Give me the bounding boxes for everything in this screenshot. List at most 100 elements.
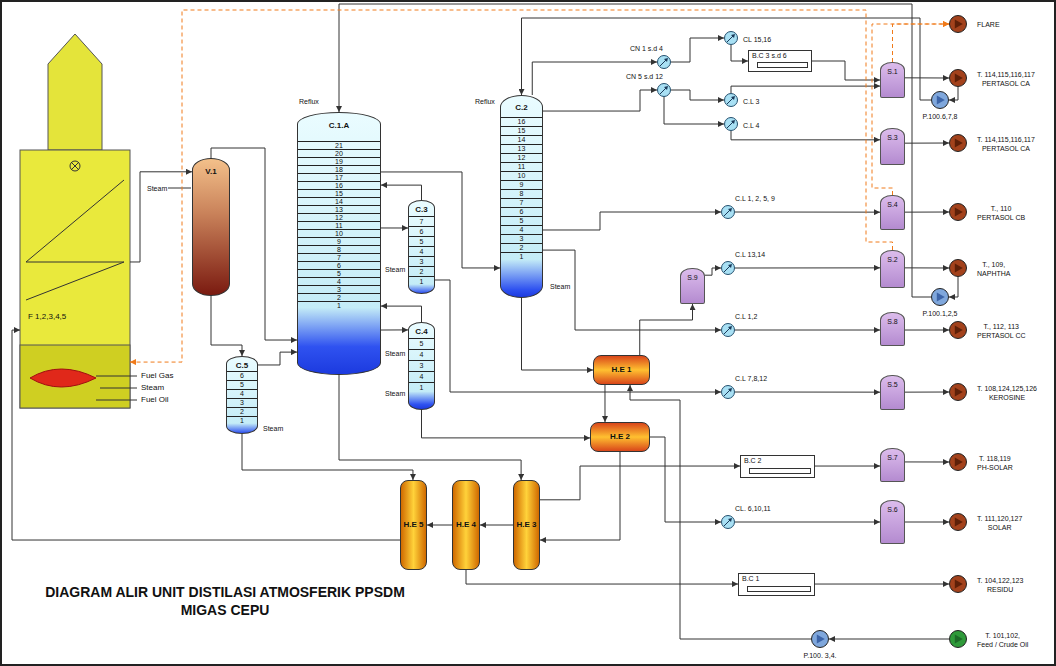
- tank-pump-symbol: [950, 135, 966, 151]
- tank-label-box: T. 111,120,127SOLAR: [976, 514, 1023, 532]
- heat-exchanger: H.E 1: [593, 355, 650, 385]
- process-line: [427, 525, 452, 526]
- process-line: [543, 250, 721, 330]
- storage-tank: T. 114,115,116,117PERTASOL CA: [949, 134, 967, 152]
- cooler-symbol: [658, 84, 670, 96]
- tank-label: PH-SOLAR: [976, 463, 1014, 472]
- pump-label-box: P.100. 3,4.: [803, 651, 838, 660]
- tank-label: PERTASOL CA: [976, 79, 1036, 88]
- vent-line: [872, 24, 949, 195]
- burner-flame: [30, 369, 96, 387]
- pump: P.100. 3,4.: [811, 630, 829, 648]
- tray-number: 16: [501, 117, 542, 126]
- process-line: [130, 172, 192, 262]
- stream-label: Fuel Oil: [140, 395, 170, 405]
- tray-number: 1: [501, 252, 542, 261]
- cooler-name: B.C 2: [744, 457, 762, 465]
- storage-tank: T., 110PERTASOL CB: [949, 203, 967, 221]
- pump-symbol: [932, 92, 948, 108]
- tank-label: T., 112, 113: [976, 322, 1027, 331]
- cooler: CL 15,16: [724, 31, 738, 45]
- storage-tank: T. 101,102,Feed / Crude Oil: [949, 630, 967, 648]
- storage-tank: FLARE: [949, 15, 967, 33]
- distillation-column: C.5654321: [226, 356, 258, 434]
- separator-name: S.1: [887, 67, 898, 76]
- process-line: [480, 525, 513, 526]
- furnace: F 1,2,3,4,5: [20, 150, 130, 408]
- process-line: [812, 61, 880, 80]
- pump: P.100.1,2,5: [931, 288, 949, 306]
- separator-name: S.3: [887, 133, 898, 142]
- box-cooler: B.C 3 s.d 6: [748, 50, 812, 72]
- cooler-label-box: C.L 1, 2, 5, 9: [734, 194, 776, 203]
- process-line: [242, 434, 413, 480]
- separator-name: S.4: [887, 200, 898, 209]
- exchanger-name: H.E 3: [516, 520, 536, 530]
- heat-exchanger: H.E 2: [590, 422, 650, 452]
- tank-label: SOLAR: [976, 523, 1023, 532]
- tray-number: 15: [501, 126, 542, 135]
- cooler-label-box: C.L 7,8,12: [734, 374, 768, 383]
- separator-name: S.8: [887, 317, 898, 326]
- stream-label: Reflux: [298, 97, 320, 106]
- process-line: [543, 90, 657, 111]
- tank-label-box: T. 118,119PH-SOLAR: [976, 454, 1014, 472]
- tray-number: 14: [298, 197, 380, 205]
- tank-label: PERTASOL CC: [976, 331, 1027, 340]
- tray-number: 3: [409, 256, 434, 266]
- tank-label-box: T. 101,102,Feed / Crude Oil: [976, 631, 1029, 649]
- process-line: [381, 329, 408, 330]
- tank-label-box: T., 112, 113PERTASOL CC: [976, 322, 1027, 340]
- tray-number: 10: [298, 229, 380, 237]
- separator-drum: S.4: [880, 195, 905, 230]
- tray-number: 16: [298, 181, 380, 189]
- cooler-symbol: [722, 262, 734, 274]
- tray-number: 5: [298, 269, 380, 277]
- tank-pump-symbol: [950, 631, 966, 647]
- flash-vessel: V.1: [192, 158, 230, 296]
- process-line: [630, 385, 811, 639]
- tray-number: 9: [298, 237, 380, 245]
- cooler-tube: [749, 468, 811, 474]
- fuel-lines: [96, 376, 137, 400]
- tank-pump-symbol: [950, 576, 966, 592]
- tray-number: 20: [298, 149, 380, 157]
- process-line: [735, 392, 880, 393]
- process-line: [381, 185, 422, 200]
- process-line: [381, 306, 422, 322]
- tank-label-box: T., 110PERTASOL CB: [976, 204, 1026, 222]
- tank-label: PERTASOL CA: [976, 144, 1036, 153]
- distillation-column: C.1.A212019181716151413121110987654321: [297, 112, 381, 375]
- process-line: [381, 227, 408, 228]
- tank-label: NAPHTHA: [976, 269, 1011, 278]
- tray-number: 7: [501, 198, 542, 207]
- tray-number: 11: [501, 162, 542, 171]
- tank-pump-symbol: [950, 322, 966, 338]
- cooler-name: CL 15,16: [742, 35, 772, 44]
- cooler-symbol: [725, 118, 737, 130]
- cooler-name: C.L 3: [742, 97, 760, 106]
- cooler-label-box: CL 15,16: [742, 35, 772, 44]
- process-line: [905, 330, 949, 331]
- cooler: C.L 1, 2, 5, 9: [721, 205, 735, 219]
- tray-number: 1: [298, 301, 380, 309]
- tray-number: 18: [298, 165, 380, 173]
- heat-exchanger: H.E 4: [452, 480, 480, 570]
- tank-label: T. 104,122,123: [976, 576, 1024, 585]
- stream-label: Steam: [384, 265, 406, 274]
- tray-number: 5: [501, 216, 542, 225]
- tray-number: 5: [409, 236, 434, 246]
- cooler: CN 5 s.d 12: [657, 83, 671, 97]
- stream-label: Fuel Gas: [140, 371, 174, 381]
- cooler-name: B.C 1: [742, 575, 760, 583]
- tray-number: 1: [409, 382, 434, 393]
- process-line: [731, 45, 748, 61]
- tank-label: T., 109,: [976, 260, 1011, 269]
- exchanger-name: H.E 4: [456, 520, 476, 530]
- tray-number: 19: [298, 157, 380, 165]
- process-line: [671, 90, 724, 100]
- stream-label: Reflux: [474, 97, 496, 106]
- cooler: CN 1 s.d 4: [657, 55, 671, 69]
- pump-label: P.100. 3,4.: [803, 651, 838, 660]
- process-line: [949, 277, 958, 297]
